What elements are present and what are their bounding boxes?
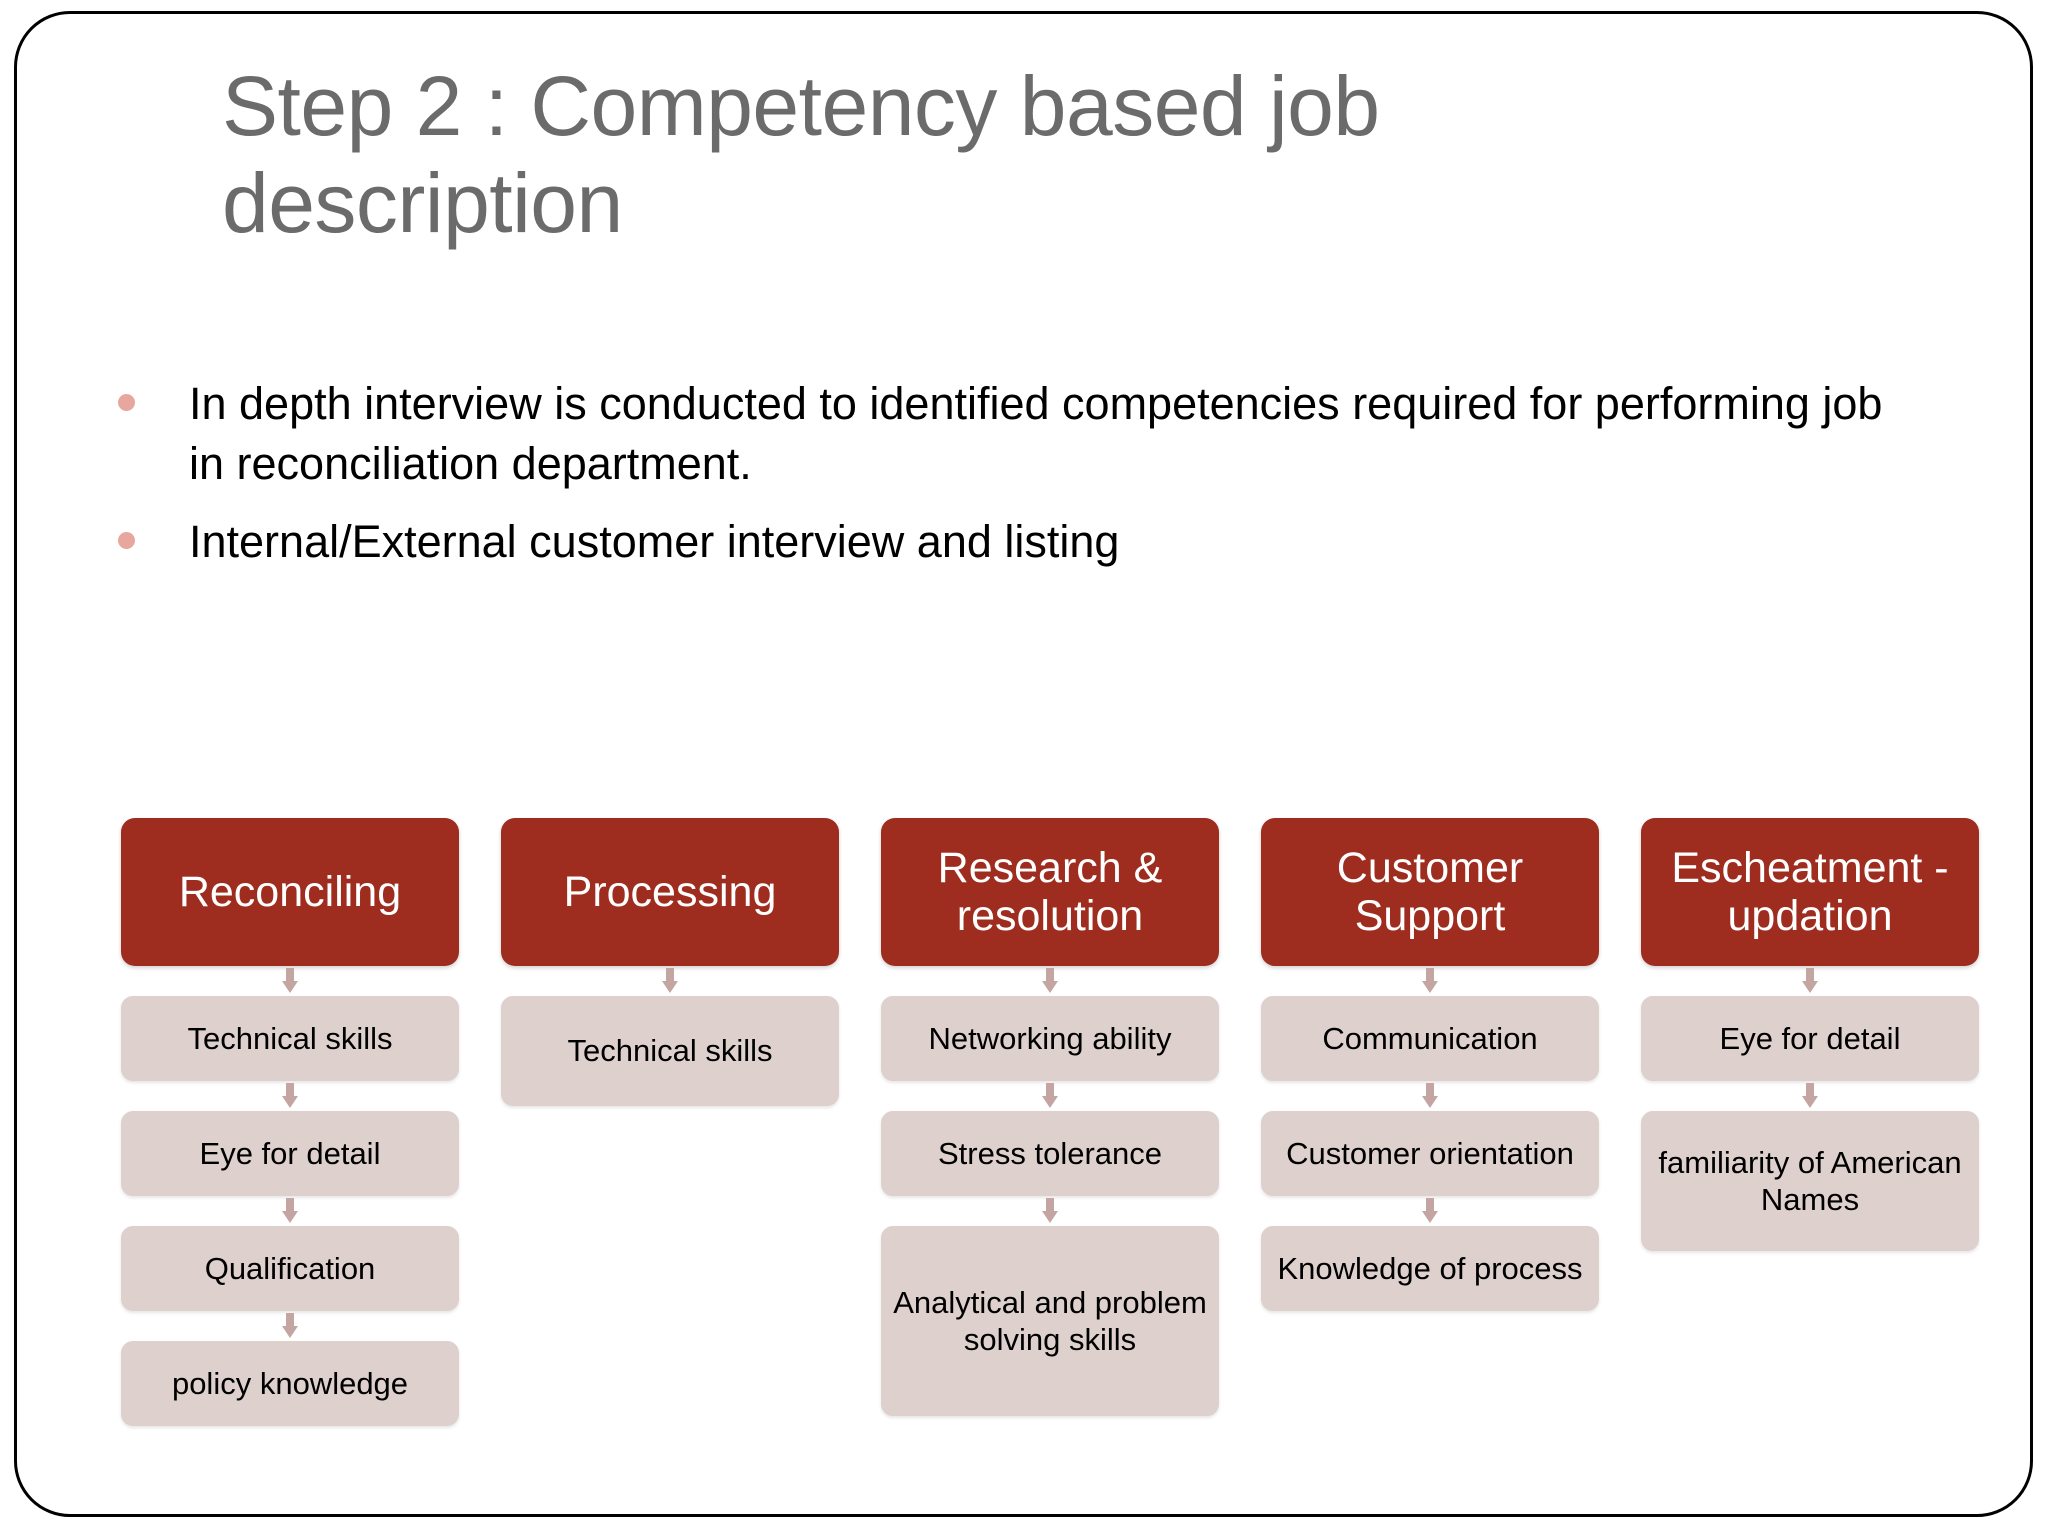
- flowchart-item-box[interactable]: Technical skills: [501, 996, 839, 1106]
- flowchart-item-box[interactable]: policy knowledge: [121, 1341, 459, 1426]
- arrow-down-icon: [1261, 1081, 1599, 1111]
- arrow-down-icon: [121, 966, 459, 996]
- arrow-down-icon: [881, 1196, 1219, 1226]
- flowchart-item-box[interactable]: Eye for detail: [121, 1111, 459, 1196]
- bullet-text: In depth interview is conducted to ident…: [189, 378, 1883, 489]
- flowchart-item-box[interactable]: Eye for detail: [1641, 996, 1979, 1081]
- arrow-down-icon: [881, 966, 1219, 996]
- arrow-down-icon: [121, 1311, 459, 1341]
- list-item: In depth interview is conducted to ident…: [118, 374, 1918, 494]
- arrow-down-icon: [881, 1081, 1219, 1111]
- flowchart-header-box[interactable]: Research & resolution: [881, 818, 1219, 966]
- arrow-down-icon: [121, 1196, 459, 1226]
- flowchart-item-box[interactable]: Networking ability: [881, 996, 1219, 1081]
- flowchart-header-box[interactable]: Processing: [501, 818, 839, 966]
- flowchart-item-box[interactable]: Customer orientation: [1261, 1111, 1599, 1196]
- flowchart-header-box[interactable]: Reconciling: [121, 818, 459, 966]
- bullet-dot-icon: [118, 531, 135, 549]
- flowchart-header-box[interactable]: Customer Support: [1261, 818, 1599, 966]
- arrow-down-icon: [1641, 1081, 1979, 1111]
- bullet-text: Internal/External customer interview and…: [189, 515, 1120, 567]
- arrow-down-icon: [1641, 966, 1979, 996]
- flowchart-header-box[interactable]: Escheatment - updation: [1641, 818, 1979, 966]
- flowchart-item-box[interactable]: Qualification: [121, 1226, 459, 1311]
- page-title: Step 2 : Competency based job descriptio…: [222, 59, 1380, 251]
- arrow-down-icon: [1261, 1196, 1599, 1226]
- arrow-down-icon: [501, 966, 839, 996]
- flowchart-item-box[interactable]: Analytical and problem solving skills: [881, 1226, 1219, 1416]
- bullet-list: In depth interview is conducted to ident…: [118, 374, 1918, 590]
- bullet-dot-icon: [118, 394, 135, 411]
- flowchart-item-box[interactable]: Communication: [1261, 996, 1599, 1081]
- flowchart-item-box[interactable]: Technical skills: [121, 996, 459, 1081]
- flowchart-item-box[interactable]: Knowledge of process: [1261, 1226, 1599, 1311]
- flowchart-item-box[interactable]: Stress tolerance: [881, 1111, 1219, 1196]
- list-item: Internal/External customer interview and…: [118, 512, 1918, 572]
- arrow-down-icon: [121, 1081, 459, 1111]
- arrow-down-icon: [1261, 966, 1599, 996]
- flowchart-item-box[interactable]: familiarity of American Names: [1641, 1111, 1979, 1251]
